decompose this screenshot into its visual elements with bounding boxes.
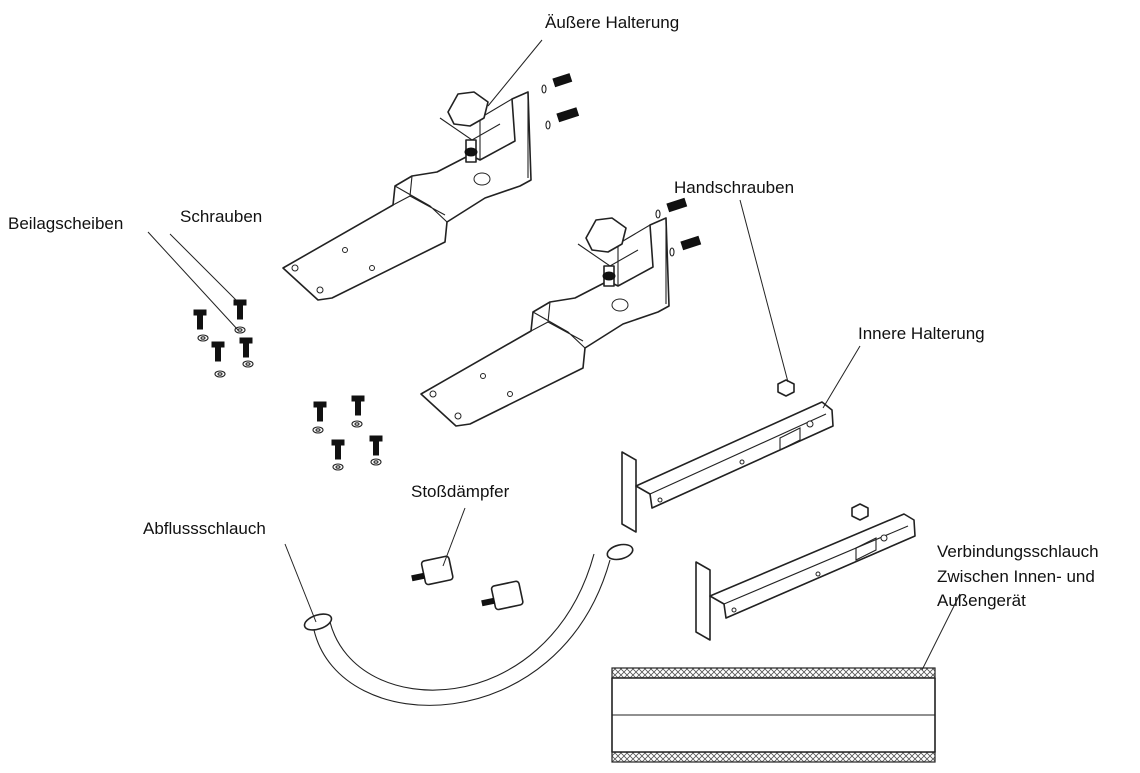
- label-hand-screws: Handschrauben: [674, 178, 794, 197]
- label-connection-hose-2: Zwischen Innen- und: [937, 567, 1095, 586]
- connection-hose: [611, 667, 936, 763]
- label-connection-hose-3: Außengerät: [937, 591, 1026, 610]
- shock-absorbers: [411, 555, 524, 611]
- label-washers: Beilagscheiben: [8, 214, 123, 233]
- outer-bracket-upper: [282, 91, 532, 301]
- screws-washers-group-2: [312, 395, 383, 471]
- label-screws: Schrauben: [180, 207, 262, 226]
- screws-washers-group-1: [193, 299, 254, 378]
- inner-bracket-lower: [695, 503, 916, 641]
- label-inner-bracket: Innere Halterung: [858, 324, 985, 343]
- label-outer-bracket: Äußere Halterung: [545, 13, 679, 32]
- outer-bracket-lower: [420, 217, 670, 427]
- hand-screws-lower: [655, 197, 702, 257]
- label-connection-hose-1: Verbindungsschlauch: [937, 542, 1099, 561]
- hand-screws-upper: [541, 73, 580, 130]
- leader-lines: [147, 39, 961, 671]
- inner-bracket-upper: [621, 379, 834, 533]
- label-shock-absorber: Stoßdämpfer: [411, 482, 510, 501]
- label-drain-hose: Abflussschlauch: [143, 519, 266, 538]
- drain-hose: [303, 543, 634, 706]
